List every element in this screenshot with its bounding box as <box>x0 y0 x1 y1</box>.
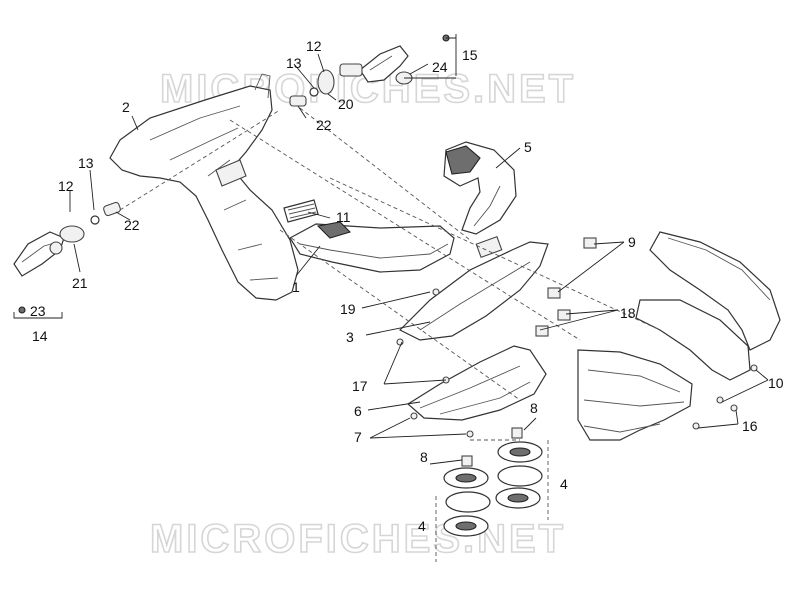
label-16: 16 <box>742 418 758 434</box>
clips-9-18 <box>535 237 597 337</box>
label-8b: 8 <box>420 449 428 465</box>
label-7: 7 <box>354 429 362 445</box>
license-light <box>283 199 319 223</box>
tail-light-lens <box>443 141 517 235</box>
rear-light-assembly <box>289 221 455 273</box>
label-6: 6 <box>354 403 362 419</box>
assembly-lines <box>119 107 661 441</box>
label-1: 1 <box>292 279 300 295</box>
label-22b: 22 <box>124 217 140 233</box>
label-5: 5 <box>524 139 532 155</box>
rear-mudguard <box>109 73 299 301</box>
label-10: 10 <box>768 375 784 391</box>
group-brackets <box>13 34 549 562</box>
label-21: 21 <box>72 275 88 291</box>
label-4a: 4 <box>560 476 568 492</box>
label-4b: 4 <box>418 518 426 534</box>
label-8a: 8 <box>530 400 538 416</box>
label-2: 2 <box>122 99 130 115</box>
watermark-bottom: MICROFICHES.NET <box>150 517 566 561</box>
label-14: 14 <box>32 328 48 344</box>
label-24: 24 <box>432 59 448 75</box>
label-19: 19 <box>340 301 356 317</box>
label-20: 20 <box>338 96 354 112</box>
label-23: 23 <box>30 303 46 319</box>
label-12b: 12 <box>58 178 74 194</box>
label-9: 9 <box>628 234 636 250</box>
under-cover-part-6 <box>406 345 547 421</box>
cover-part-3 <box>398 235 549 341</box>
callout-labels: 1 2 3 4 4 5 6 7 8 8 9 10 11 12 12 13 13 … <box>30 38 784 534</box>
label-17: 17 <box>352 378 368 394</box>
label-13a: 13 <box>286 55 302 71</box>
label-15: 15 <box>462 47 478 63</box>
turn-signal-right <box>289 34 450 107</box>
side-panels <box>577 231 781 441</box>
label-11: 11 <box>336 209 351 225</box>
label-22a: 22 <box>316 117 332 133</box>
label-12a: 12 <box>306 38 322 54</box>
label-13b: 13 <box>78 155 94 171</box>
label-18: 18 <box>620 305 636 321</box>
turn-signal-left <box>13 201 121 314</box>
screws <box>396 288 758 438</box>
leader-lines <box>69 53 769 465</box>
label-3: 3 <box>346 329 354 345</box>
rubber-mounts <box>443 427 543 537</box>
